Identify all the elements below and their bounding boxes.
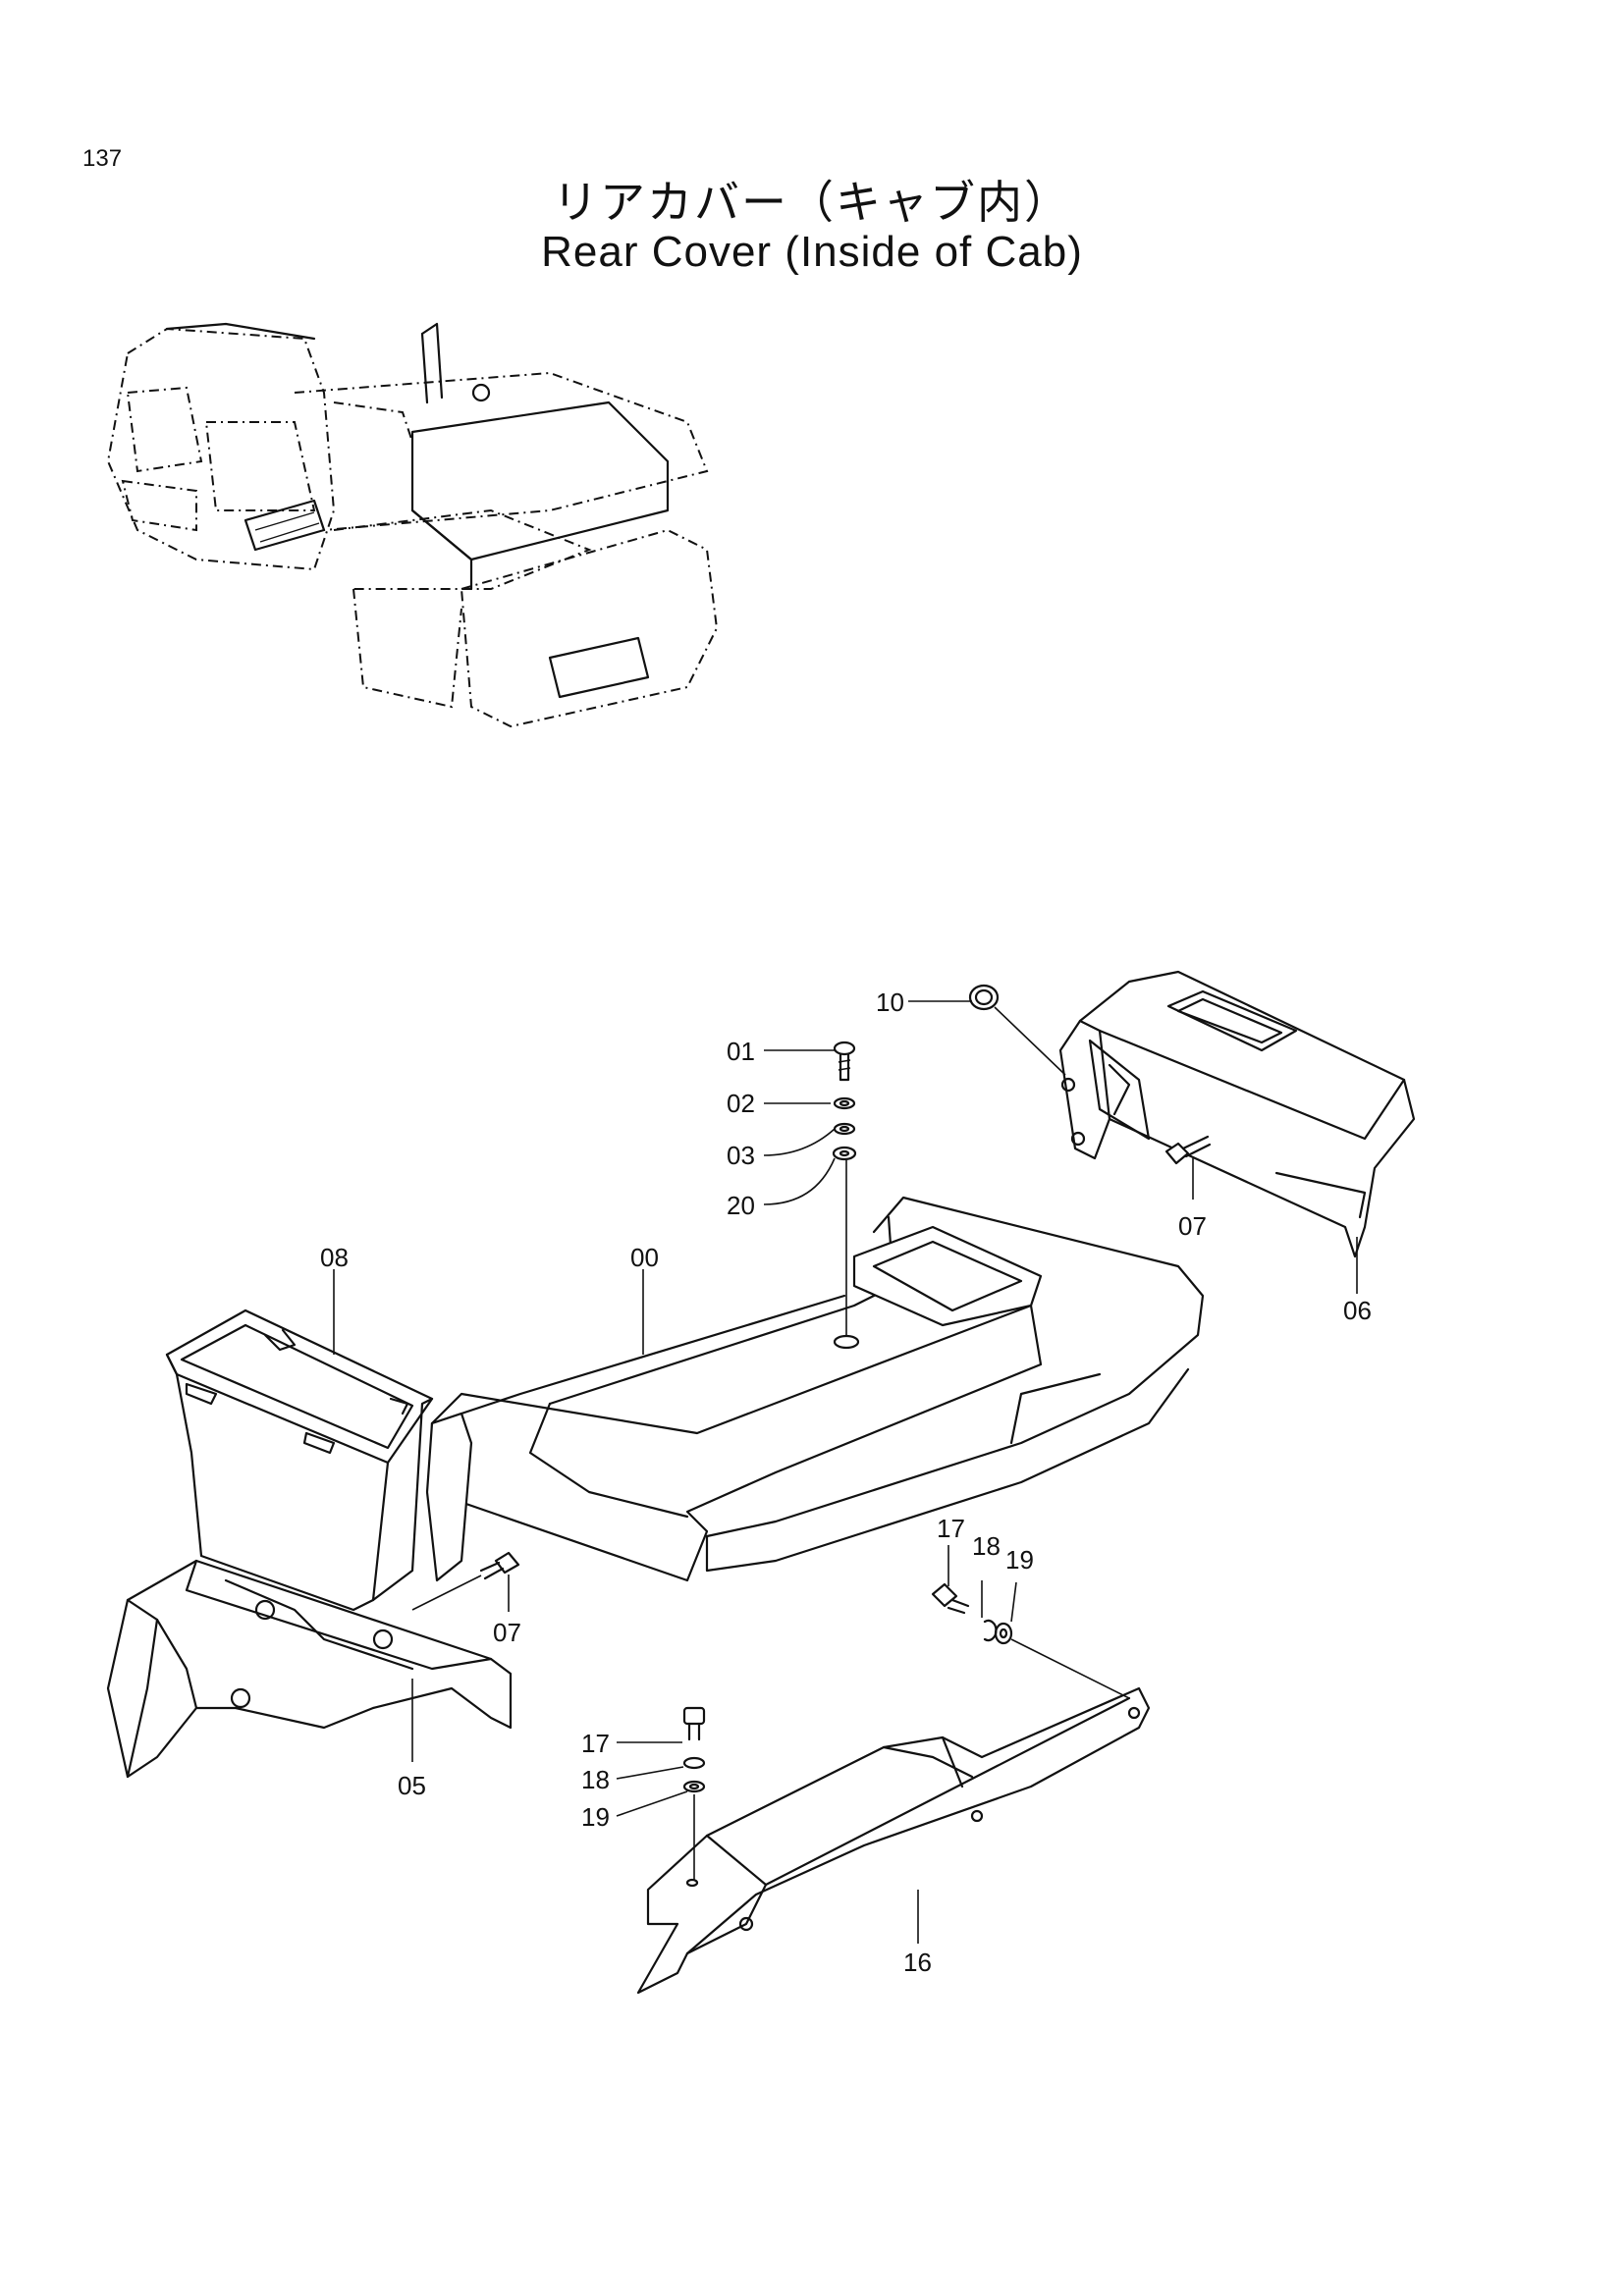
part-19-washer-lower	[682, 1780, 706, 1793]
part-19-washer-upper	[994, 1622, 1013, 1645]
leader-lines	[333, 1000, 1358, 1944]
part-06-right-cover	[1058, 970, 1416, 1258]
part-03-washer	[833, 1122, 856, 1136]
label-19-lower: 19	[581, 1802, 610, 1832]
page-number: 137	[82, 145, 123, 172]
part-20-washer	[832, 1146, 857, 1161]
part-07-bolt-right	[1164, 1135, 1212, 1165]
label-07-right: 07	[1178, 1211, 1207, 1241]
label-06: 06	[1343, 1296, 1372, 1325]
page-title-english: Rear Cover (Inside of Cab)	[541, 228, 1083, 276]
part-00-rear-cover	[425, 1196, 1205, 1582]
part-10-grommet	[968, 984, 1000, 1011]
label-18-upper: 18	[972, 1531, 1001, 1561]
part-17-bolt-upper	[931, 1582, 970, 1615]
part-16-plate	[636, 1686, 1151, 1995]
label-10: 10	[876, 988, 904, 1017]
label-08: 08	[320, 1243, 349, 1272]
label-01: 01	[727, 1037, 755, 1066]
part-17-bolt-lower	[682, 1706, 706, 1741]
label-00: 00	[630, 1243, 659, 1272]
page-title-japanese: リアカバー（キャブ内）	[553, 176, 1071, 229]
label-02: 02	[727, 1089, 755, 1118]
part-02-washer	[833, 1096, 856, 1110]
part-07-bolt-left	[479, 1551, 520, 1580]
label-18-lower: 18	[581, 1765, 610, 1794]
label-19-upper: 19	[1005, 1545, 1034, 1575]
part-08-storage-box	[165, 1308, 434, 1612]
label-20: 20	[727, 1191, 755, 1220]
label-16: 16	[903, 1948, 932, 1977]
part-01-screw	[833, 1041, 856, 1082]
label-03: 03	[727, 1141, 755, 1170]
label-07-left: 07	[493, 1618, 521, 1647]
label-17-lower: 17	[581, 1729, 610, 1758]
excavator-overview-illustration	[106, 322, 719, 728]
part-number-labels: 00 01 02 03 20 10 07 06 08 07 05 17 18 1…	[320, 988, 1372, 1977]
part-18-lockwasher-upper	[983, 1619, 998, 1642]
label-05: 05	[398, 1771, 426, 1800]
label-17-upper: 17	[937, 1514, 965, 1543]
part-18-lockwasher-lower	[682, 1756, 706, 1770]
